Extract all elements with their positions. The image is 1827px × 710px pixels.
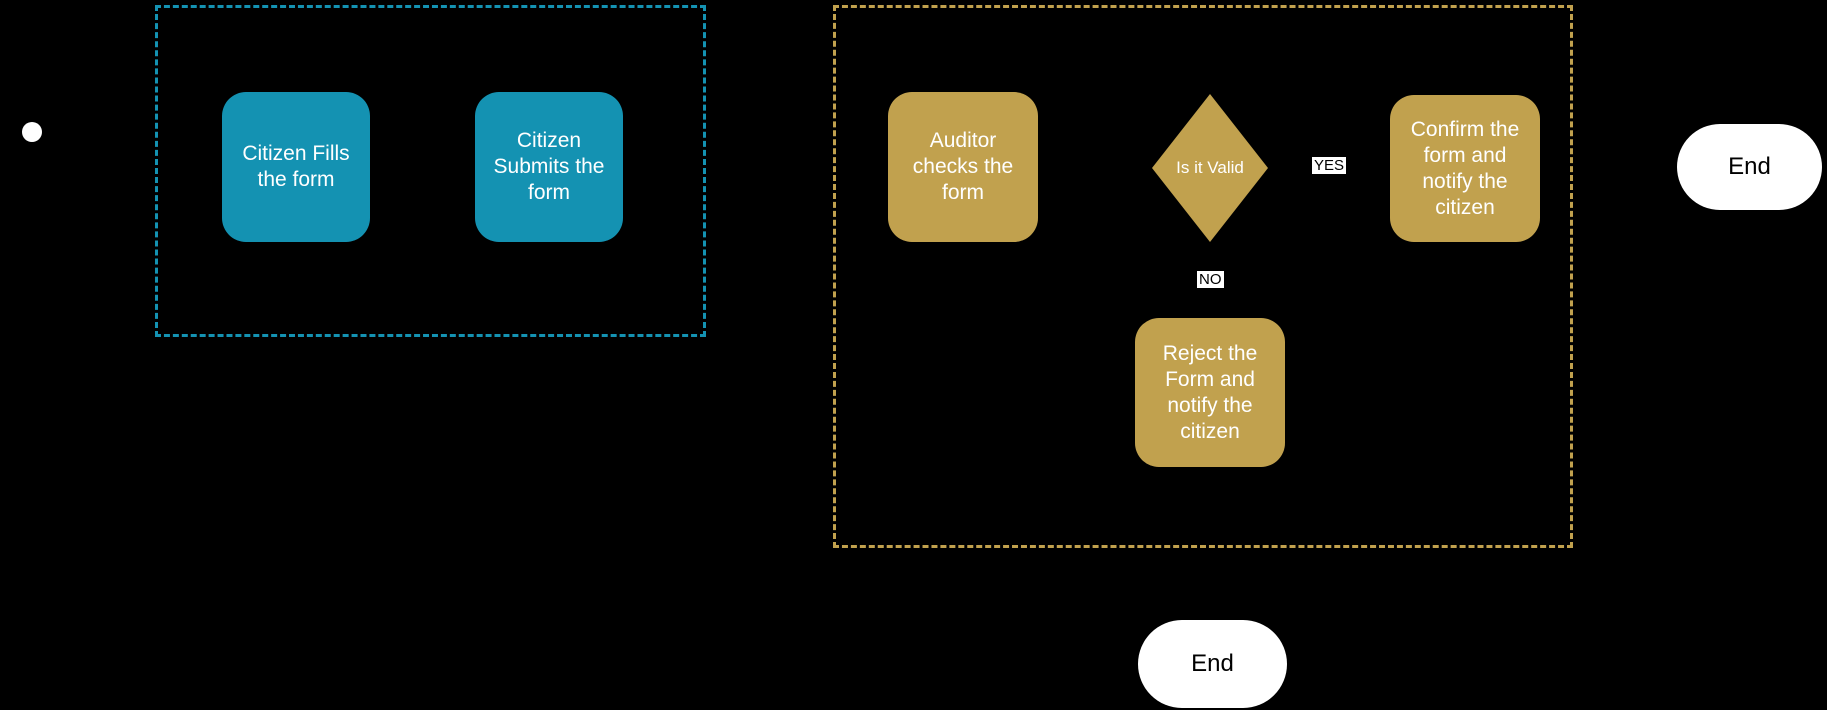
task-citizen-submits-form: Citizen Submits the form bbox=[475, 92, 623, 242]
start-node bbox=[22, 122, 42, 142]
task-reject-and-notify: Reject the Form and notify the citizen bbox=[1135, 318, 1285, 467]
task-citizen-fills-form: Citizen Fills the form bbox=[222, 92, 370, 242]
decision-label: Is it Valid bbox=[1176, 158, 1244, 177]
task-label: Confirm the form and notify the citizen bbox=[1410, 117, 1520, 219]
end-node-bottom: End bbox=[1138, 620, 1287, 708]
auditor-lane-group: Auditor checks the form Is it Valid YES … bbox=[833, 5, 1573, 548]
decision-is-it-valid: Is it Valid bbox=[1152, 94, 1268, 242]
task-label: Reject the Form and notify the citizen bbox=[1162, 341, 1258, 443]
end-label: End bbox=[1191, 650, 1234, 677]
task-auditor-checks-form: Auditor checks the form bbox=[888, 92, 1038, 242]
end-label: End bbox=[1728, 153, 1771, 180]
task-label: Citizen Submits the form bbox=[493, 129, 605, 204]
citizen-lane-group: Citizen Fills the form Citizen Submits t… bbox=[155, 5, 706, 337]
task-label: Auditor checks the form bbox=[912, 129, 1014, 204]
edge-label-no: NO bbox=[1197, 271, 1224, 288]
task-confirm-and-notify: Confirm the form and notify the citizen bbox=[1390, 95, 1540, 242]
edge-label-yes: YES bbox=[1312, 157, 1347, 174]
end-node-right: End bbox=[1677, 124, 1822, 210]
task-label: Citizen Fills the form bbox=[242, 142, 350, 191]
